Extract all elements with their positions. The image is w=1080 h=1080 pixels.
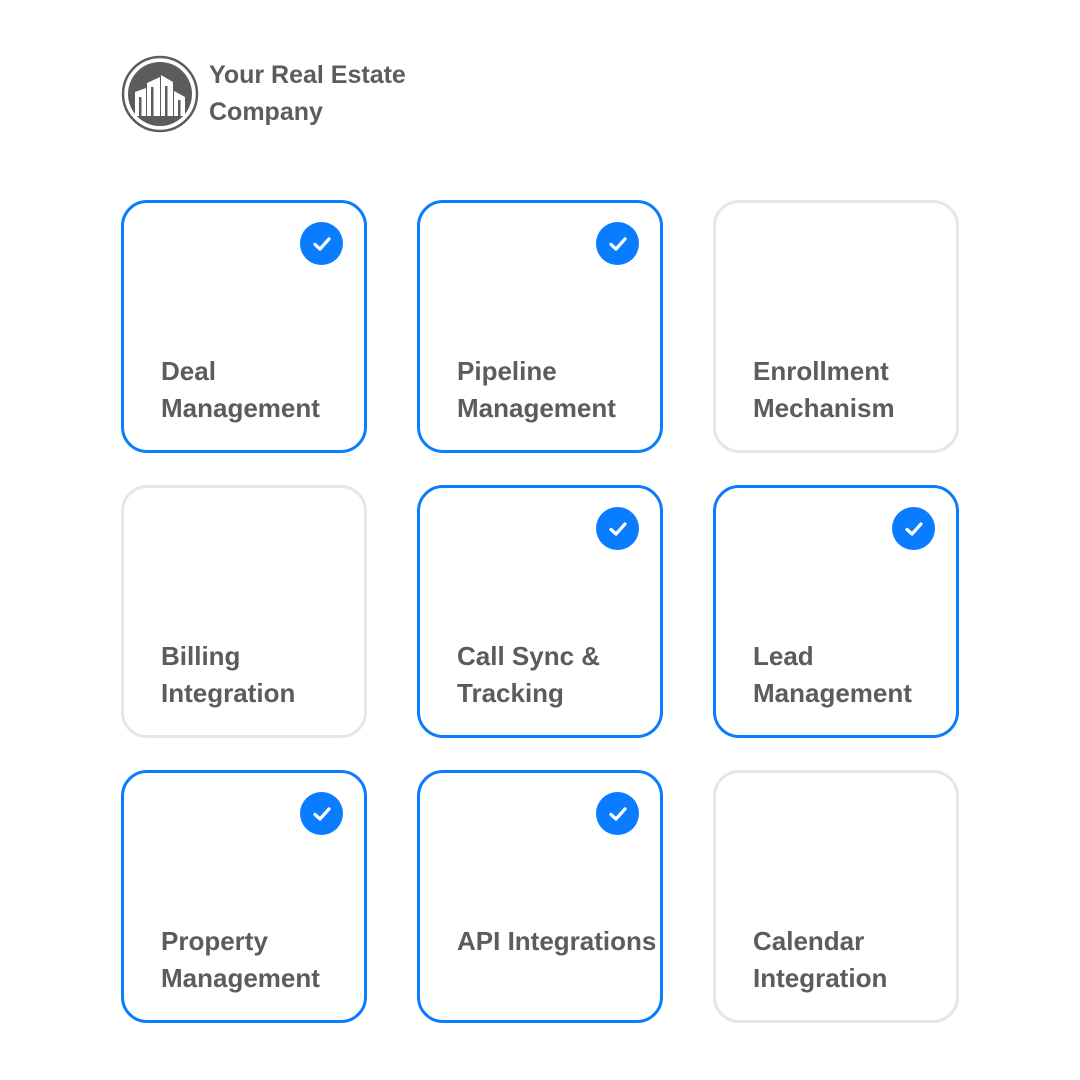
brand: Your Real Estate Company bbox=[121, 55, 449, 133]
feature-card[interactable]: Call Sync & Tracking bbox=[417, 485, 663, 738]
buildings-icon bbox=[121, 55, 199, 133]
feature-card[interactable]: Deal Management bbox=[121, 200, 367, 453]
check-icon bbox=[300, 792, 343, 835]
feature-card-label: Property Management bbox=[161, 926, 320, 993]
feature-card[interactable]: Calendar Integration bbox=[713, 770, 959, 1023]
feature-card-label: Billing Integration bbox=[161, 641, 296, 708]
feature-card[interactable]: Lead Management bbox=[713, 485, 959, 738]
feature-card-label: API Integrations bbox=[457, 926, 657, 956]
feature-card[interactable]: Billing Integration bbox=[121, 485, 367, 738]
feature-card[interactable]: API Integrations bbox=[417, 770, 663, 1023]
feature-card[interactable]: Property Management bbox=[121, 770, 367, 1023]
check-icon bbox=[596, 222, 639, 265]
company-name: Your Real Estate Company bbox=[209, 61, 406, 126]
feature-card-label: Enrollment Mechanism bbox=[753, 356, 895, 423]
feature-card-label: Calendar Integration bbox=[753, 926, 888, 993]
feature-card[interactable]: Enrollment Mechanism bbox=[713, 200, 959, 453]
check-icon bbox=[892, 507, 935, 550]
check-icon bbox=[596, 792, 639, 835]
feature-card-label: Lead Management bbox=[753, 641, 912, 708]
check-icon bbox=[596, 507, 639, 550]
check-icon bbox=[300, 222, 343, 265]
feature-card-label: Deal Management bbox=[161, 356, 320, 423]
feature-card[interactable]: Pipeline Management bbox=[417, 200, 663, 453]
feature-card-label: Call Sync & Tracking bbox=[457, 641, 601, 708]
feature-grid: Deal Management Pipeline Management Enroll… bbox=[121, 200, 959, 1023]
feature-card-label: Pipeline Management bbox=[457, 356, 616, 423]
